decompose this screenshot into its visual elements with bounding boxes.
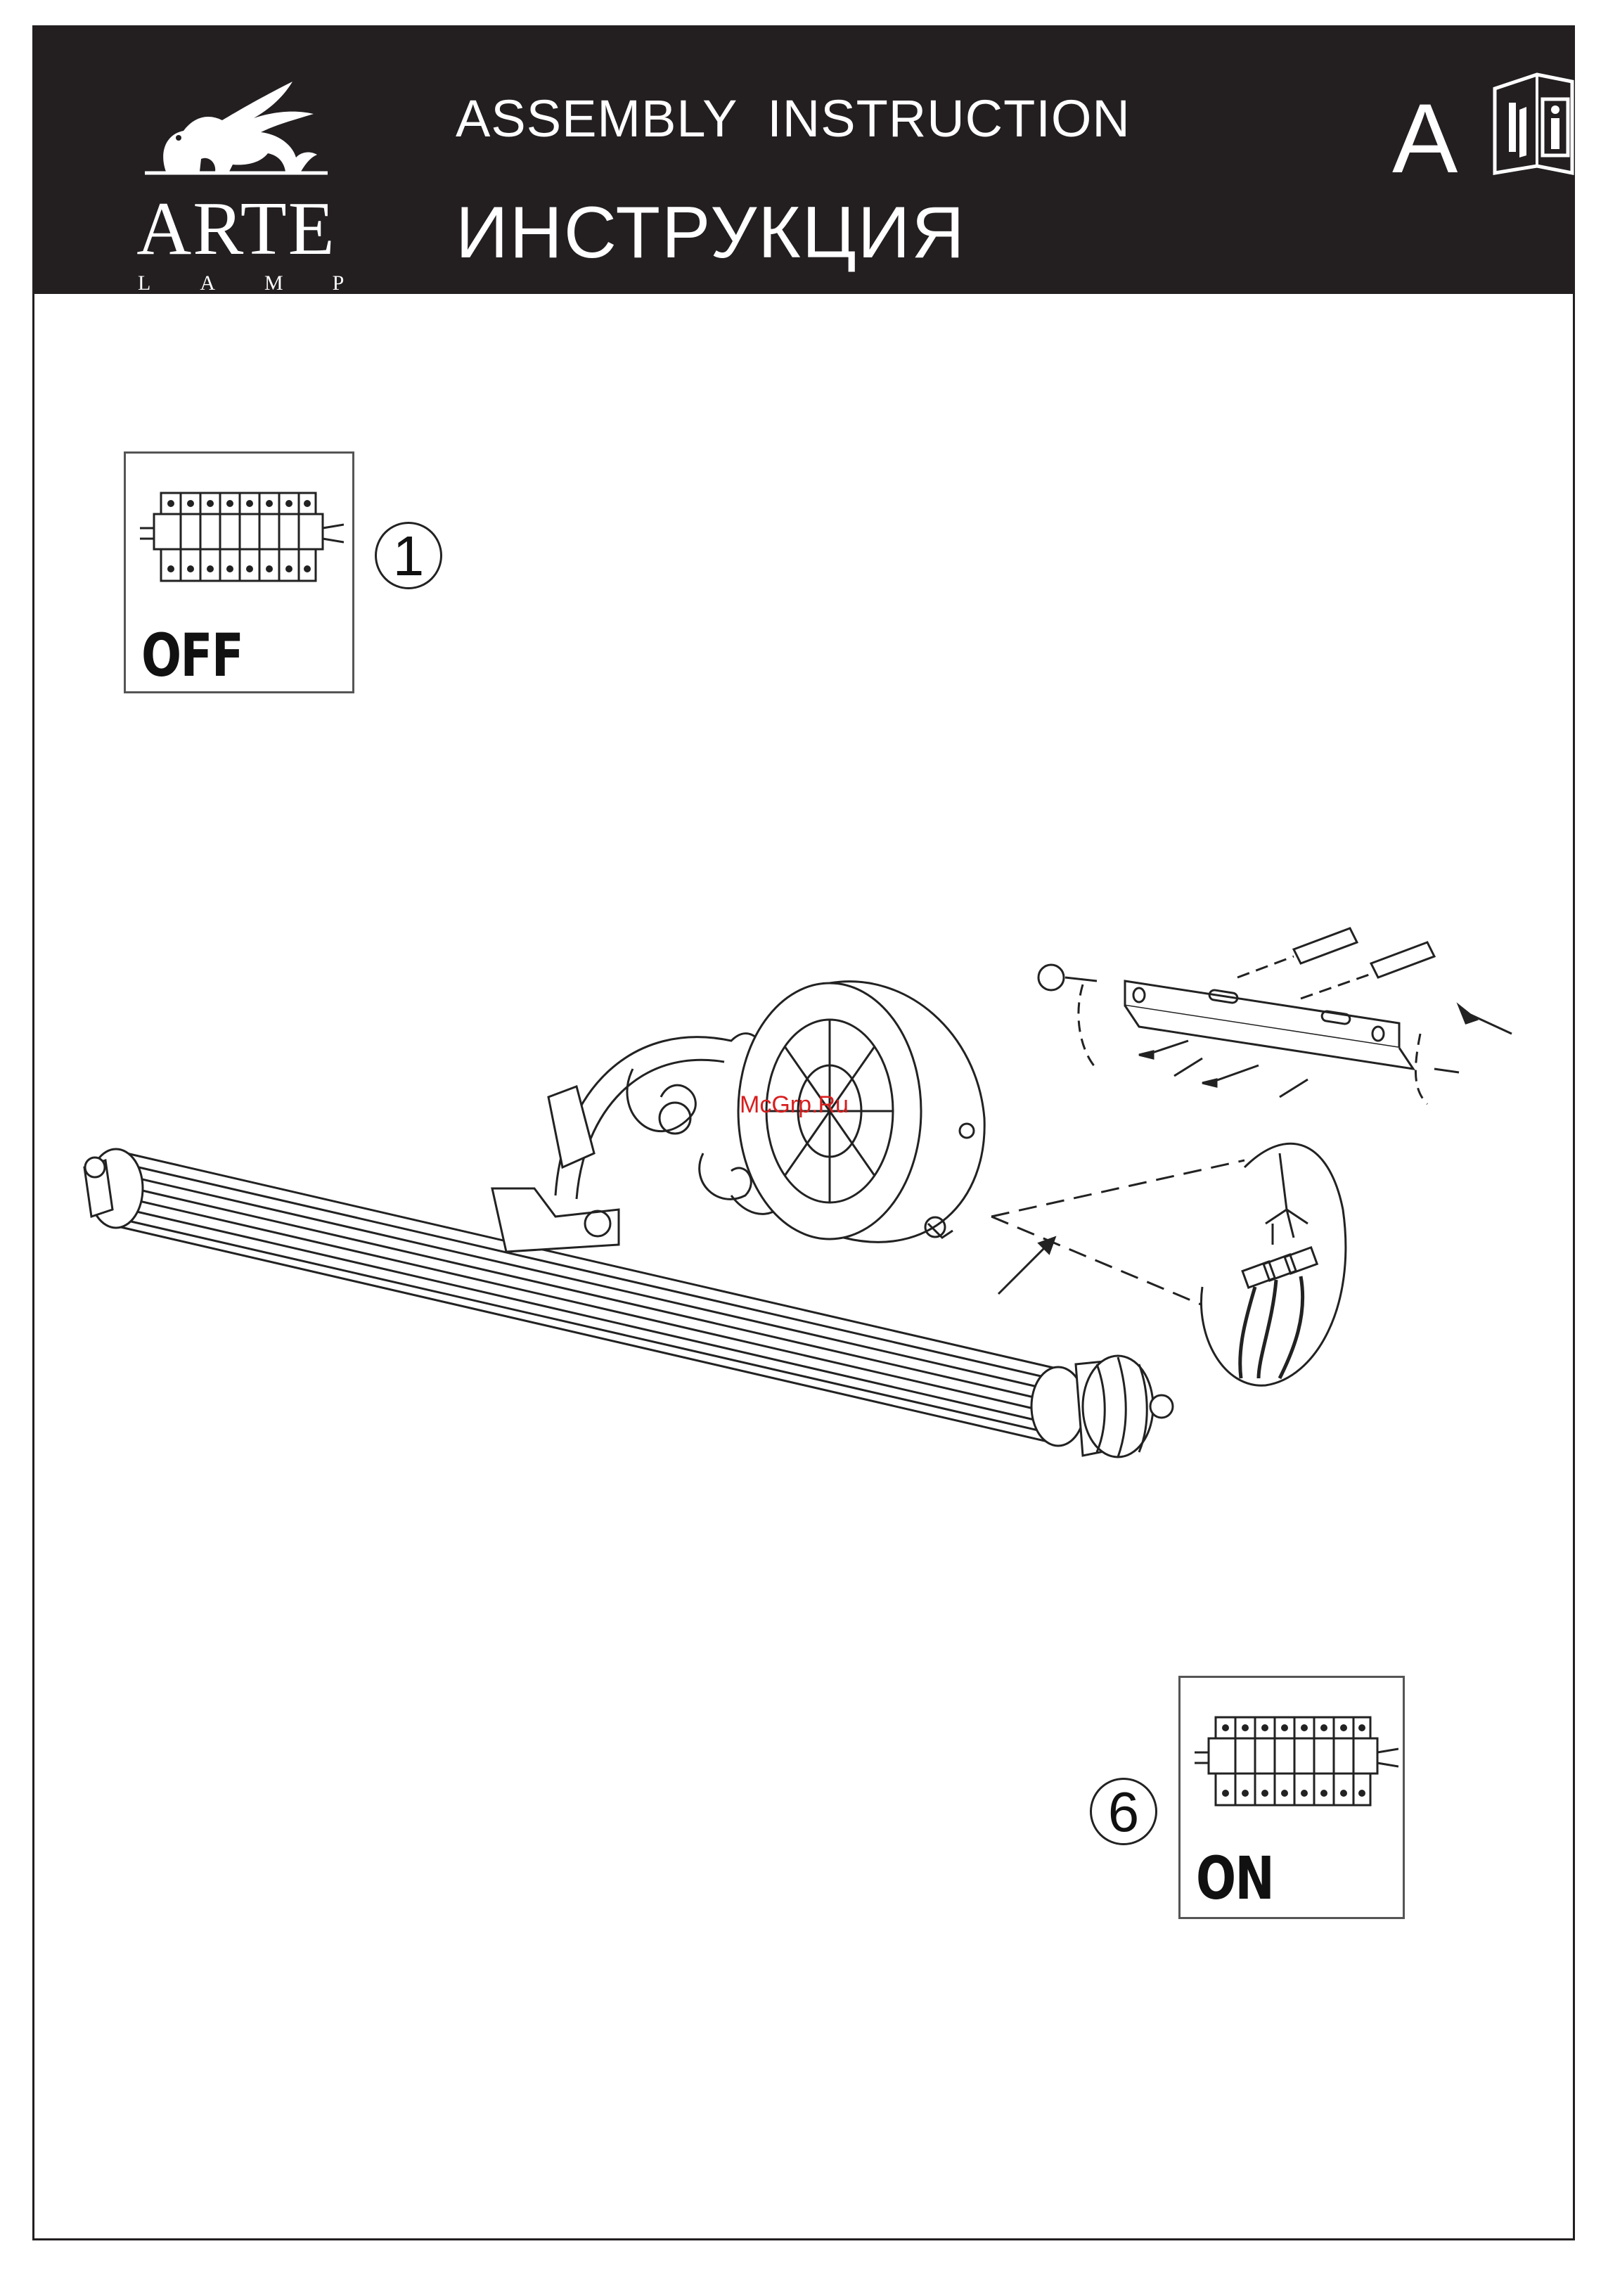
wiring-detail-circle: [1201, 1143, 1345, 1385]
mounting-bracket: [1038, 928, 1512, 1104]
step-6-terminal-panel: ON: [1178, 1676, 1405, 1919]
switch-state-on: ON: [1196, 1844, 1273, 1913]
lamp-tube: [89, 1149, 1085, 1446]
step-number-6: 6: [1090, 1778, 1157, 1845]
watermark-text: McGrp.Ru: [740, 1091, 849, 1119]
terminal-block-icon: [1195, 1710, 1398, 1816]
right-finial: [1076, 1356, 1173, 1457]
